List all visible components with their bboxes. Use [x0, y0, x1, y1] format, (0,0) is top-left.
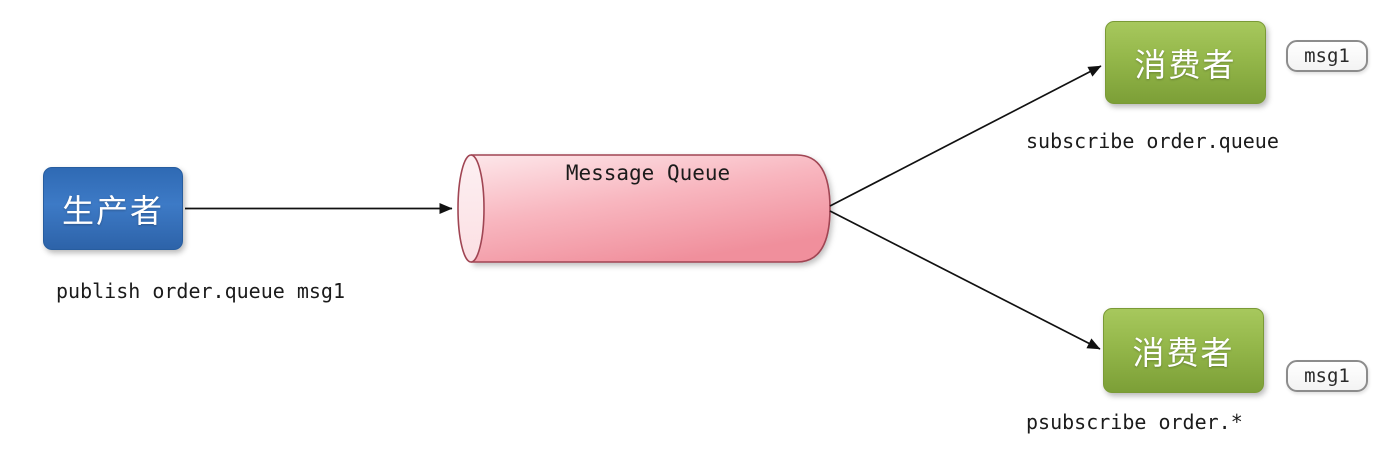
consumer-1-label: 消费者 — [1134, 46, 1237, 83]
arrow-queue-to-consumer-1 — [829, 65, 1102, 207]
consumer-1-message-badge-label: msg1 — [1304, 45, 1350, 67]
consumer-1-message-badge: msg1 — [1286, 40, 1368, 72]
message-queue-label: Message Queue — [565, 161, 731, 185]
producer-node: 生产者 — [43, 167, 183, 250]
consumer-2-message-badge: msg1 — [1286, 360, 1368, 392]
message-queue-cylinder — [471, 154, 831, 263]
producer-label: 生产者 — [61, 192, 164, 229]
consumer-node-1: 消费者 — [1105, 21, 1266, 104]
consumer-2-annotation: psubscribe order.* — [1026, 410, 1243, 434]
message-queue-cylinder-cap — [457, 154, 485, 263]
consumer-2-label: 消费者 — [1132, 334, 1235, 371]
consumer-node-2: 消费者 — [1103, 308, 1264, 393]
consumer-2-message-badge-label: msg1 — [1304, 365, 1350, 387]
producer-annotation: publish order.queue msg1 — [56, 279, 345, 303]
arrow-queue-to-consumer-2 — [829, 210, 1101, 350]
consumer-1-annotation: subscribe order.queue — [1026, 129, 1279, 153]
